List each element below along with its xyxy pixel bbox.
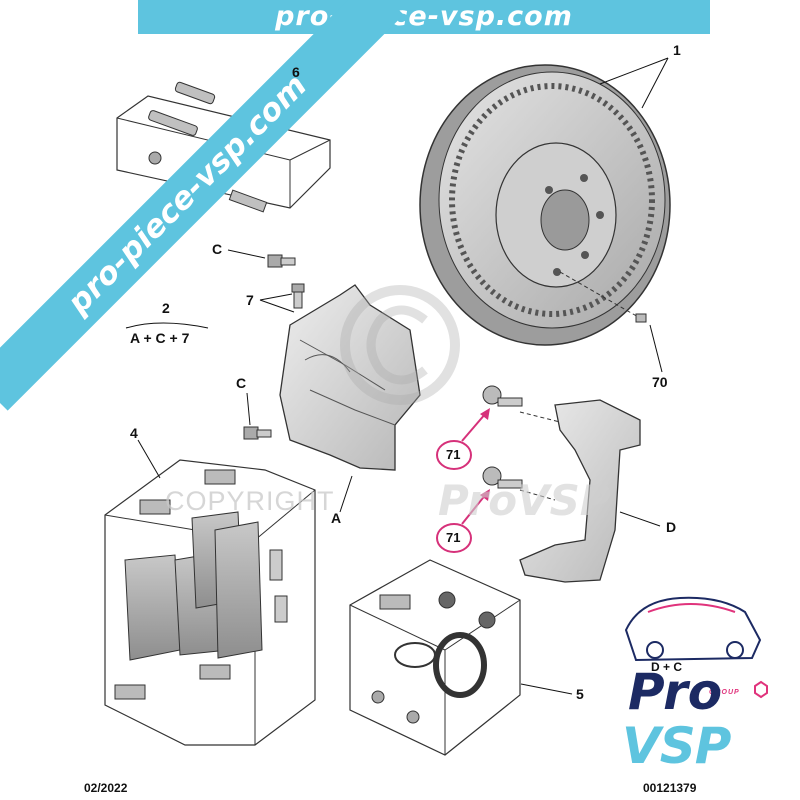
car-outline-icon [624, 596, 768, 699]
copyright-watermark: COPYRIGHT [165, 486, 335, 516]
callout-d-plus-c: D + C [651, 660, 683, 674]
callout-a: A [331, 510, 342, 526]
callout-6: 6 [292, 64, 300, 80]
callout-70: 70 [652, 374, 668, 390]
brake-caliper [279, 284, 421, 471]
highlight-marks [436, 408, 490, 553]
diagram-reference: 00121379 [643, 781, 697, 795]
bolt-7 [291, 283, 305, 309]
callout-2: 2 [162, 300, 170, 316]
callout-2-formula: A + C + 7 [130, 330, 190, 346]
callout-5: 5 [576, 686, 584, 702]
callout-4: 4 [130, 425, 138, 441]
bolt-71-bottom [482, 466, 523, 489]
logo-vsp-text: VSP [622, 717, 731, 775]
seal-kit-box [349, 559, 521, 756]
bolts [243, 254, 523, 489]
brand-watermark: ProVSP [438, 476, 611, 525]
callout-c-mid: C [236, 375, 247, 391]
callout-d: D [666, 519, 677, 535]
bolt-71-top [482, 385, 523, 407]
callout-71-bottom: 71 [446, 530, 461, 545]
caliper-bracket [519, 399, 641, 583]
callout-7: 7 [246, 292, 254, 308]
leader-lines [125, 57, 669, 695]
logo-group-text: GROUP [709, 689, 740, 696]
diagram-date: 02/2022 [84, 781, 128, 795]
top-banner: pro-piece-vsp.com [138, 0, 710, 34]
copyright-circle-icon [340, 285, 460, 405]
bolt-c-mid [243, 426, 272, 440]
callout-1: 1 [673, 42, 681, 58]
logo-pro-text: Pro [628, 663, 723, 721]
callout-71-top: 71 [446, 447, 461, 462]
callout-c-top: C [212, 241, 223, 257]
brake-disc [419, 64, 671, 346]
bolt-c-top [267, 254, 296, 268]
brake-pad-kit-box [104, 459, 316, 746]
